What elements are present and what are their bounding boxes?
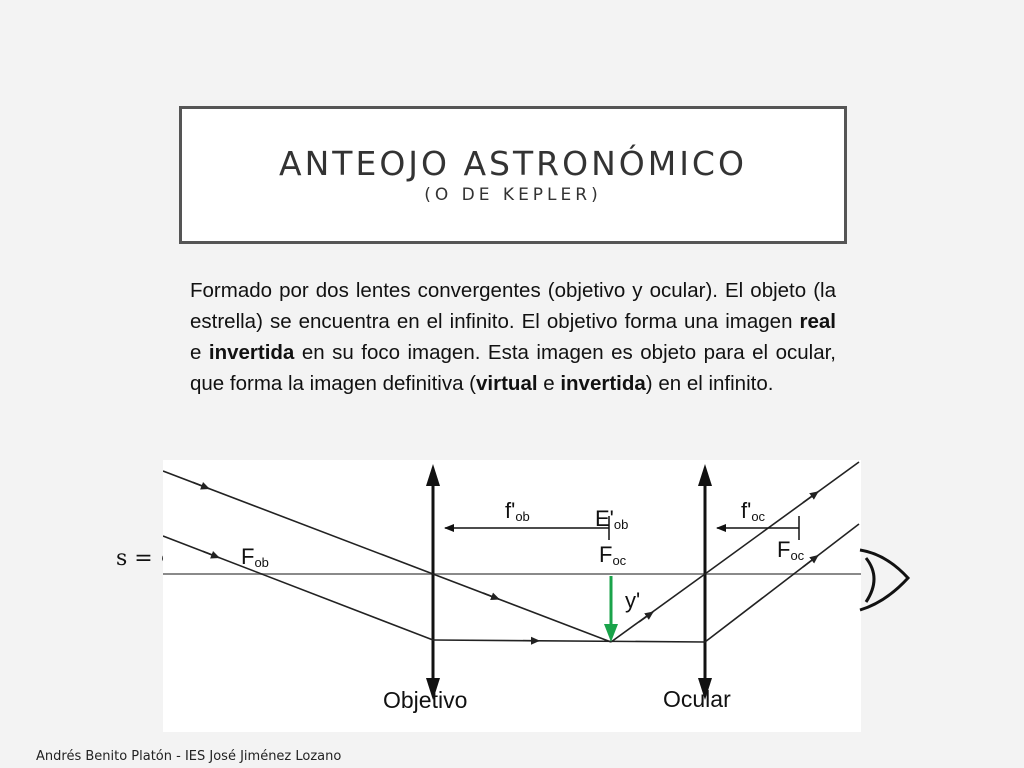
label-ocular: Ocular bbox=[663, 686, 731, 712]
body-paragraph: Formado por dos lentes convergentes (obj… bbox=[190, 275, 836, 399]
paragraph-text-4: e bbox=[537, 372, 561, 395]
ocular-lens bbox=[698, 464, 712, 700]
paragraph-text-5: ) en el infinito. bbox=[645, 372, 774, 395]
paragraph-text-3: en su foco imagen. Esta imagen es objeto… bbox=[190, 341, 836, 395]
paragraph-text-2: e bbox=[190, 341, 209, 364]
paragraph-text-1: Formado por dos lentes convergentes (obj… bbox=[190, 279, 836, 333]
eye-icon bbox=[856, 548, 916, 624]
objective-lens bbox=[426, 464, 440, 700]
slide-subtitle: (O DE KEPLER) bbox=[424, 185, 602, 205]
object-distance-label: s = ∞ bbox=[116, 546, 163, 571]
label-objetivo: Objetivo bbox=[383, 687, 467, 713]
light-rays bbox=[163, 461, 860, 643]
paragraph-bold-invertida-1: invertida bbox=[208, 341, 295, 364]
label-focal-length-ob: f'ob bbox=[505, 498, 530, 524]
label-image-height: y' bbox=[625, 588, 640, 613]
intermediate-image-arrow bbox=[604, 576, 618, 642]
label-e-prime-ob: E'ob bbox=[595, 506, 628, 532]
footer-author: Andrés Benito Platón - IES José Jiménez … bbox=[36, 749, 342, 764]
label-f-oc-right: Foc bbox=[777, 537, 805, 563]
label-f-ob: Fob bbox=[241, 544, 269, 570]
paragraph-bold-real: real bbox=[799, 310, 836, 333]
paragraph-bold-virtual: virtual bbox=[476, 372, 538, 395]
focal-length-objective-dimension bbox=[444, 516, 610, 540]
ray-direction-arrows bbox=[192, 481, 819, 645]
focal-length-ocular-dimension bbox=[716, 516, 800, 540]
label-focal-length-oc: f'oc bbox=[741, 498, 766, 524]
slide-title: ANTEOJO ASTRONÓMICO bbox=[279, 144, 747, 183]
paragraph-bold-invertida-2: invertida bbox=[560, 372, 646, 395]
kepler-telescope-diagram: Fob f'ob E'ob Foc f'oc Foc y' Objetivo O… bbox=[163, 460, 861, 732]
label-f-oc-center: Foc bbox=[599, 542, 627, 568]
title-box: ANTEOJO ASTRONÓMICO (O DE KEPLER) bbox=[179, 106, 847, 244]
